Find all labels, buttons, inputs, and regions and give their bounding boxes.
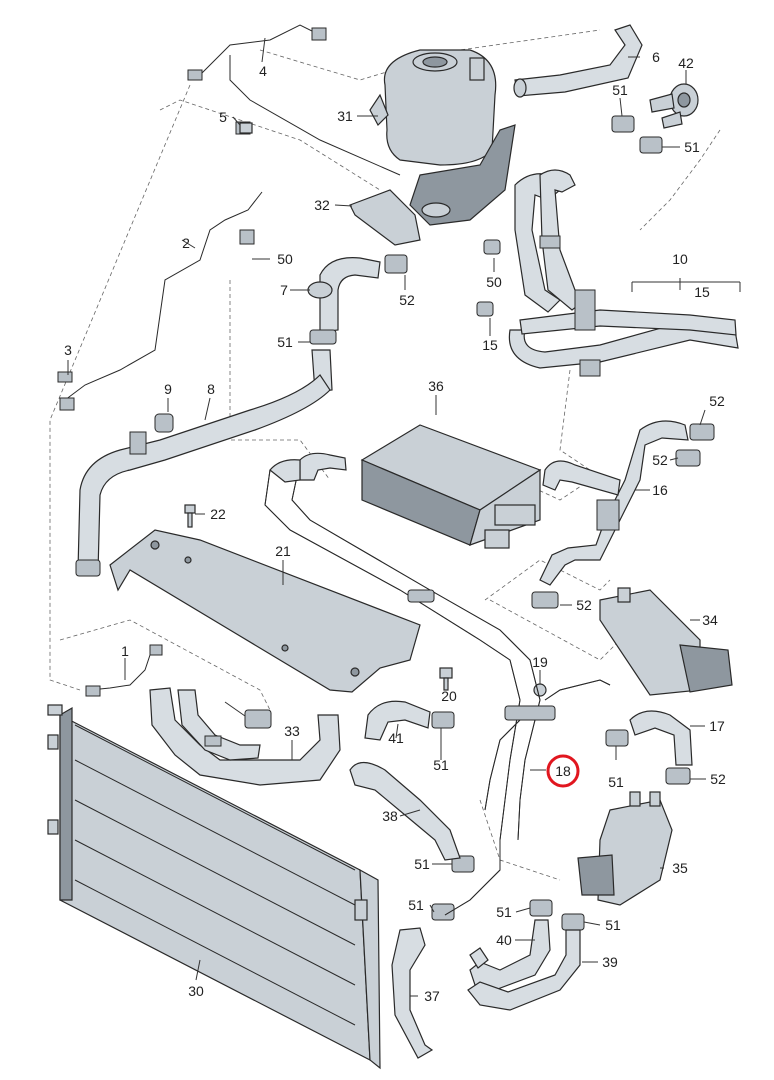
callout-label: 15 bbox=[694, 284, 710, 300]
callout-label: 51 bbox=[608, 774, 624, 790]
callout-label: 40 bbox=[496, 932, 512, 948]
hose-clamps bbox=[154, 115, 715, 931]
callout-label: 30 bbox=[188, 983, 204, 999]
hose-33 bbox=[149, 687, 341, 786]
hose-17 bbox=[629, 710, 693, 766]
hose-39 bbox=[467, 929, 581, 1011]
fitting-42 bbox=[649, 83, 699, 129]
hose-41 bbox=[364, 700, 431, 741]
callout-label: 1 bbox=[121, 643, 129, 659]
callout-label: 5 bbox=[219, 109, 227, 125]
callout-label: 50 bbox=[486, 274, 502, 290]
callout-label: 50 bbox=[277, 251, 293, 267]
callout-label: 51 bbox=[433, 757, 449, 773]
coolant-line-assembly-18 bbox=[264, 452, 611, 916]
callout-label: 52 bbox=[652, 452, 668, 468]
auxiliary-pump-35 bbox=[577, 791, 673, 906]
callout-label: 52 bbox=[399, 292, 415, 308]
hose-7 bbox=[307, 257, 381, 393]
callout-label: 52 bbox=[710, 771, 726, 787]
callout-label: 10 bbox=[672, 251, 688, 267]
callout-label: 52 bbox=[709, 393, 725, 409]
callout-label: 7 bbox=[280, 282, 288, 298]
callout-label: 51 bbox=[612, 82, 628, 98]
hose-40 bbox=[469, 919, 551, 991]
callout-label: 35 bbox=[672, 860, 688, 876]
callout-label: 39 bbox=[602, 954, 618, 970]
callout-label: 33 bbox=[284, 723, 300, 739]
callout-label: 51 bbox=[414, 856, 430, 872]
callout-label: 8 bbox=[207, 381, 215, 397]
hose-16 bbox=[539, 420, 689, 586]
callout-label: 36 bbox=[428, 378, 444, 394]
tank-bracket bbox=[349, 124, 516, 246]
callout-label: 15 bbox=[482, 337, 498, 353]
auxiliary-pump-34 bbox=[599, 587, 733, 696]
coolant-pipe-4 bbox=[187, 24, 401, 176]
callout-labels: 1 2 3 4 5 6 42 51 51 31 32 10 15 7 50 50… bbox=[64, 49, 726, 1004]
callout-label: 31 bbox=[337, 108, 353, 124]
callout-label: 17 bbox=[709, 718, 725, 734]
callout-label: 3 bbox=[64, 342, 72, 358]
hose-8 bbox=[75, 374, 331, 577]
hose-38 bbox=[349, 761, 461, 861]
callout-label: 51 bbox=[605, 917, 621, 933]
callout-label: 6 bbox=[652, 49, 660, 65]
callout-label: 20 bbox=[441, 688, 457, 704]
callout-label: 37 bbox=[424, 988, 440, 1004]
callout-label: 4 bbox=[259, 63, 267, 79]
callout-label: 2 bbox=[182, 235, 190, 251]
bracket-21 bbox=[109, 529, 421, 693]
callout-label: 16 bbox=[652, 482, 668, 498]
callout-label: 22 bbox=[210, 506, 226, 522]
hose-group-10 bbox=[508, 169, 739, 377]
callout-label: 38 bbox=[382, 808, 398, 824]
coolant-pipe-1 bbox=[85, 644, 163, 697]
hose-37 bbox=[391, 927, 434, 1059]
callout-label: 52 bbox=[576, 597, 592, 613]
callout-label: 51 bbox=[684, 139, 700, 155]
callout-label: 51 bbox=[277, 334, 293, 350]
coolant-pipe-2 bbox=[57, 191, 263, 411]
callout-label: 34 bbox=[702, 612, 718, 628]
callout-label: 51 bbox=[408, 897, 424, 913]
control-unit-36 bbox=[360, 424, 542, 549]
radiator-30 bbox=[47, 704, 381, 1070]
hose-6 bbox=[513, 24, 643, 98]
callout-label: 9 bbox=[164, 381, 172, 397]
callout-label: 19 bbox=[532, 654, 548, 670]
callout-label: 32 bbox=[314, 197, 330, 213]
coolant-expansion-tank bbox=[369, 49, 497, 166]
callout-label: 42 bbox=[678, 55, 694, 71]
leader-lines bbox=[67, 37, 741, 997]
callout-label: 41 bbox=[388, 730, 404, 746]
callout-label-highlighted: 18 bbox=[555, 763, 571, 779]
highlighted-callout: 18 bbox=[546, 754, 580, 788]
callout-label: 51 bbox=[496, 904, 512, 920]
callout-label: 21 bbox=[275, 543, 291, 559]
